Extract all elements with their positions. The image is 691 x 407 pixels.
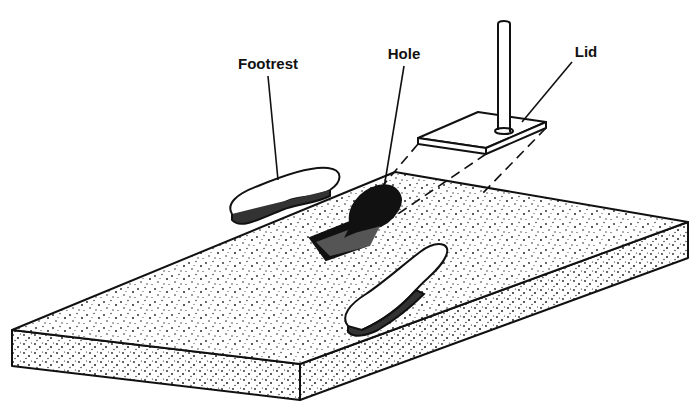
footrest-right-side <box>348 290 424 336</box>
footrest-left-side <box>232 190 330 224</box>
leader-lines <box>268 62 572 188</box>
lid-edge <box>418 138 486 154</box>
leader-line <box>522 62 572 122</box>
projection-lines <box>352 128 546 222</box>
slab <box>12 172 688 400</box>
slab-top-face <box>12 172 688 364</box>
footrests <box>230 168 447 336</box>
part-label: Lid <box>575 44 598 59</box>
hole <box>310 185 401 260</box>
handle-base <box>495 128 513 134</box>
lid-edge <box>486 122 546 154</box>
projection-line <box>480 128 546 196</box>
leader-line <box>268 76 278 180</box>
lid-handle <box>498 21 510 132</box>
hole-opening <box>310 185 401 260</box>
hole-wall <box>316 226 380 256</box>
lid <box>418 21 546 154</box>
part-label: Footrest <box>238 56 298 71</box>
leader-line <box>384 66 404 188</box>
part-label: Hole <box>388 46 421 61</box>
projection-line <box>392 154 486 218</box>
